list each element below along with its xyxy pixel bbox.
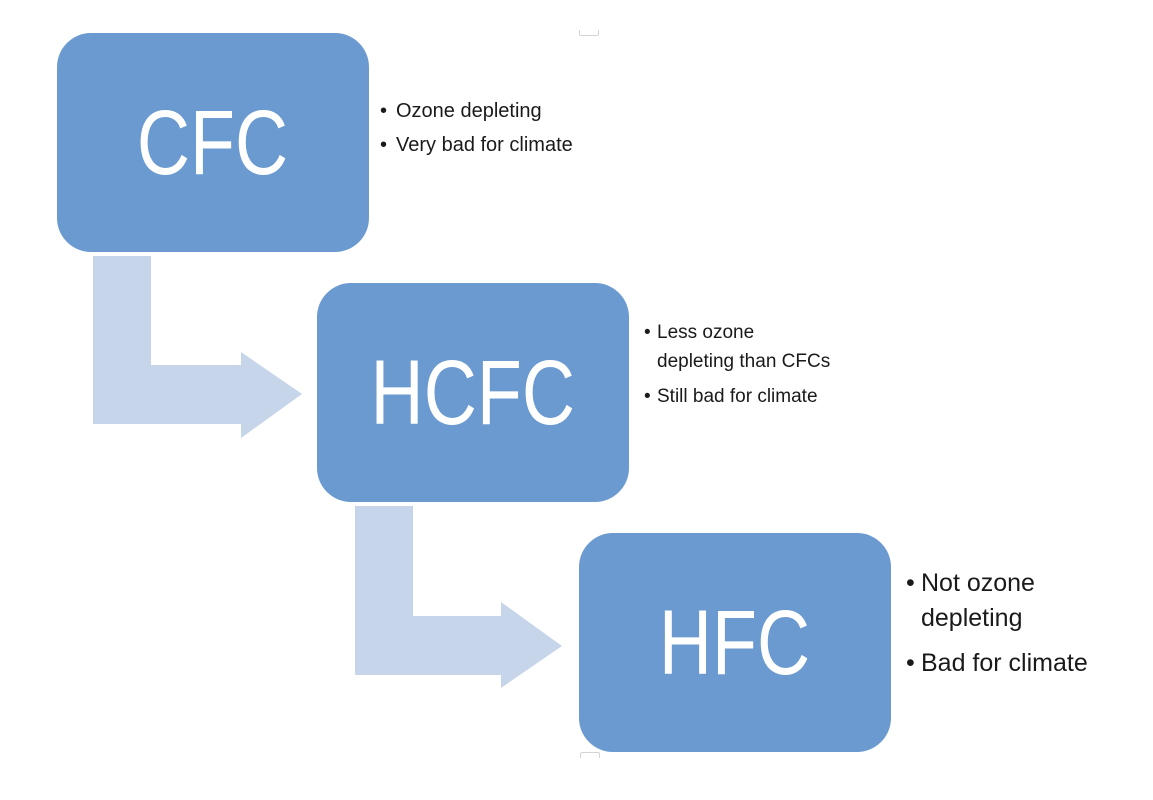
step-label-hcfc: HCFC <box>370 341 576 444</box>
note-text: Bad for climate <box>921 649 1088 677</box>
resize-handle-bottom[interactable] <box>580 752 600 758</box>
step-notes-cfc: • Ozone depleting • Very bad for climate <box>380 96 580 164</box>
note-item: • Ozone depleting <box>380 96 580 126</box>
step-label-hfc: HFC <box>659 591 811 694</box>
bullet-icon: • <box>906 569 915 597</box>
note-text: Still bad for climate <box>657 386 818 407</box>
bullet-icon: • <box>380 134 388 156</box>
bullet-icon: • <box>644 386 651 407</box>
note-item: • Very bad for climate <box>380 130 580 160</box>
step-notes-hfc: • Not ozone depleting • Bad for climate <box>906 566 1096 691</box>
note-item: • Not ozone depleting <box>906 566 1096 636</box>
bullet-icon: • <box>380 100 388 122</box>
resize-handle-top[interactable] <box>579 30 599 36</box>
step-box-cfc: CFC <box>57 33 369 252</box>
note-text: Ozone depleting <box>396 100 542 122</box>
bent-arrow-icon-hcfc-to-hfc <box>355 506 562 688</box>
note-text: Very bad for climate <box>396 134 573 156</box>
note-item: • Still bad for climate <box>644 382 834 411</box>
bullet-icon: • <box>906 649 915 677</box>
step-notes-hcfc: • Less ozone depleting than CFCs • Still… <box>644 318 834 417</box>
step-box-hfc: HFC <box>579 533 891 752</box>
bent-arrow-icon-cfc-to-hcfc <box>93 256 302 438</box>
step-label-cfc: CFC <box>137 91 289 194</box>
bullet-icon: • <box>644 322 651 343</box>
note-text: Less ozone depleting than CFCs <box>657 322 831 372</box>
note-item: • Less ozone depleting than CFCs <box>644 318 834 376</box>
step-box-hcfc: HCFC <box>317 283 629 502</box>
note-item: • Bad for climate <box>906 646 1096 681</box>
note-text: Not ozone depleting <box>921 569 1035 632</box>
